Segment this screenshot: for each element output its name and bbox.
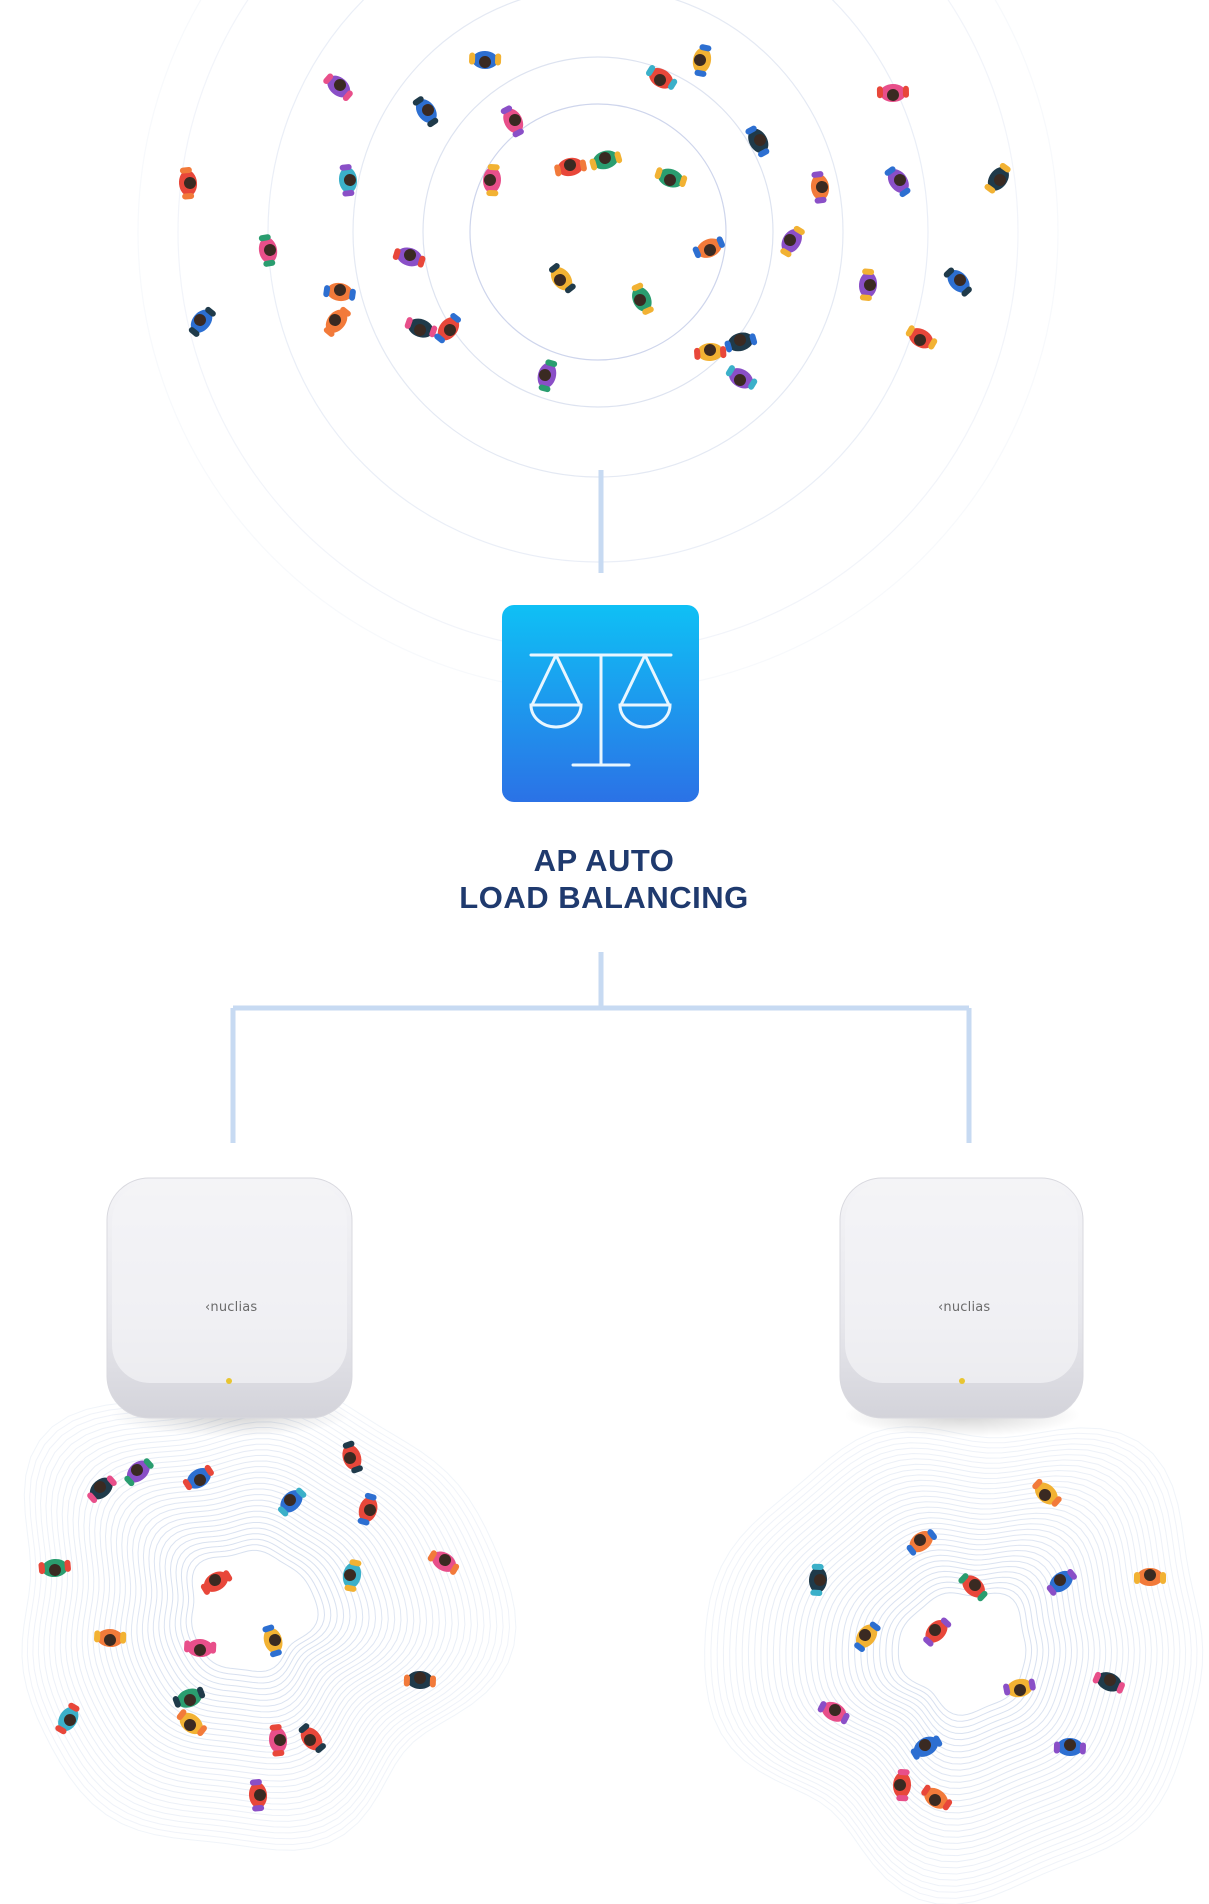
person-icon: [323, 306, 351, 337]
person-icon: [412, 96, 439, 128]
person-icon: [500, 105, 524, 138]
person-icon: [554, 157, 587, 177]
person-icon: [589, 150, 623, 171]
person-icon: [631, 282, 654, 315]
person-icon: [1092, 1671, 1125, 1694]
person-icon: [780, 225, 805, 258]
person-icon: [810, 171, 830, 204]
person-icon: [392, 247, 426, 268]
person-icon: [1053, 1737, 1086, 1757]
right-crowd: [808, 1478, 1166, 1811]
person-icon: [694, 342, 727, 362]
person-icon: [248, 1779, 268, 1812]
person-icon: [182, 1464, 214, 1491]
person-icon: [692, 44, 712, 77]
diagram-title-line-1: AP AUTO: [533, 843, 675, 878]
person-icon: [427, 1550, 460, 1575]
person-icon: [943, 267, 972, 297]
person-icon: [1134, 1568, 1166, 1586]
person-icon: [984, 162, 1011, 194]
person-icon: [906, 1529, 937, 1556]
person-icon: [884, 166, 911, 198]
person-icon: [342, 1440, 363, 1474]
access-point-left: [106, 1177, 353, 1437]
person-icon: [200, 1570, 233, 1595]
person-icon: [404, 317, 438, 338]
person-icon: [548, 263, 576, 294]
left-signal-area: [21, 1376, 517, 1851]
person-icon: [184, 1638, 217, 1658]
person-icon: [124, 1458, 154, 1487]
ap-right-brand-text: nuclias: [943, 1300, 991, 1315]
person-icon: [645, 65, 678, 90]
person-icon: [1003, 1678, 1036, 1698]
person-icon: [482, 164, 502, 197]
person-icon: [298, 1723, 326, 1753]
person-icon: [921, 1784, 953, 1811]
person-icon: [188, 306, 216, 337]
person-icon: [745, 125, 770, 158]
person-icon: [178, 167, 198, 200]
person-icon: [923, 1617, 952, 1647]
left-crowd: [38, 1440, 460, 1812]
person-icon: [876, 83, 909, 103]
person-icon: [38, 1558, 71, 1578]
person-icon: [725, 365, 758, 390]
person-icon: [692, 236, 725, 259]
balance-scale-icon: [502, 605, 699, 802]
person-icon: [469, 50, 502, 70]
person-icon: [808, 1563, 828, 1596]
connector-tree: [230, 952, 972, 1143]
person-icon: [176, 1709, 207, 1737]
person-icon: [817, 1701, 850, 1725]
person-icon: [1032, 1478, 1062, 1507]
ap-left-brand: ‹nuclias: [205, 1300, 258, 1315]
person-icon: [403, 1670, 436, 1690]
ap-left-brand-text: nuclias: [210, 1300, 258, 1315]
person-icon: [910, 1735, 943, 1760]
diagram-title-line-2: LOAD BALANCING: [459, 880, 749, 915]
person-icon: [854, 1621, 881, 1652]
person-icon: [323, 282, 356, 302]
top-crowd: [178, 44, 1011, 393]
person-icon: [654, 167, 688, 188]
person-icon: [724, 332, 758, 353]
right-signal-area: [704, 1426, 1204, 1904]
person-icon: [55, 1702, 80, 1735]
person-icon: [434, 313, 462, 344]
person-icon: [338, 164, 358, 197]
person-icon: [94, 1628, 127, 1648]
status-led: [959, 1378, 965, 1384]
person-icon: [905, 325, 938, 350]
person-icon: [277, 1487, 307, 1517]
access-point-right: [839, 1177, 1084, 1437]
person-icon: [258, 234, 278, 267]
person-icon: [958, 1573, 988, 1602]
person-icon: [858, 268, 878, 301]
person-icon: [342, 1559, 362, 1592]
person-icon: [323, 73, 353, 102]
ap-right-brand: ‹nuclias: [938, 1300, 991, 1315]
person-icon: [537, 359, 558, 393]
person-icon: [892, 1769, 912, 1802]
person-icon: [1046, 1568, 1077, 1596]
person-icon: [357, 1492, 378, 1526]
person-icon: [172, 1686, 206, 1708]
person-icon: [87, 1475, 117, 1504]
status-led: [226, 1378, 232, 1384]
person-icon: [268, 1724, 288, 1757]
person-icon: [262, 1624, 283, 1658]
